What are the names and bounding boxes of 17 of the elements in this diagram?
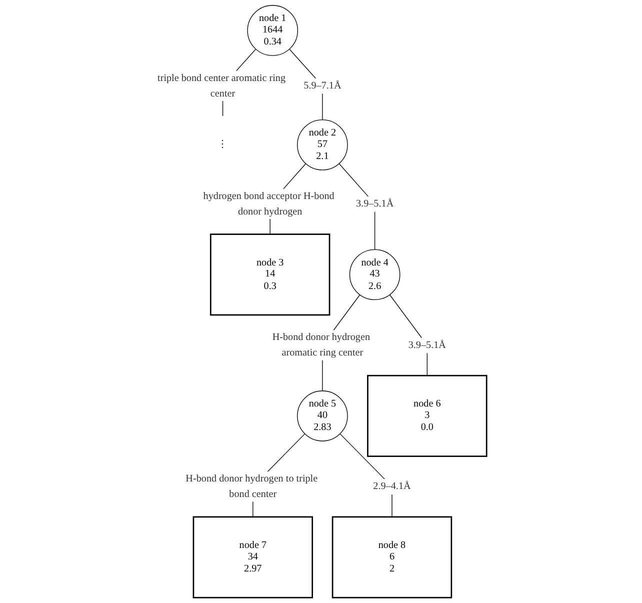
edge-label: 5.9–7.1Å — [304, 80, 342, 92]
edge-label: hydrogen bond acceptor H-bond donor hydrogen — [203, 190, 334, 217]
node-text: ⋮ — [218, 139, 228, 150]
edge-label: H-bond donor hydrogen to triple bond center — [186, 473, 318, 500]
node-box: node 8 6 2 — [332, 516, 452, 598]
edge-label: 2.9–4.1Å — [373, 481, 411, 492]
node-circle: node 5 40 2.83 — [297, 390, 348, 442]
edge-label: H-bond donor hydrogen aromatic ring center — [272, 332, 370, 358]
node-box: node 3 14 0.3 — [210, 234, 330, 316]
node-circle: node 4 43 2.6 — [349, 249, 400, 300]
edge-label: 3.9–5.1Å — [356, 198, 394, 210]
edge-label: triple bond center aromatic ring center — [158, 72, 286, 99]
node-box: node 6 3 0.0 — [367, 374, 488, 457]
node-circle: node 2 57 2.1 — [297, 119, 348, 170]
node-circle: node 1 1644 0.34 — [247, 5, 298, 56]
node-box: node 7 34 2.97 — [192, 516, 314, 598]
edge-label: 3.9–5.1Å — [408, 340, 446, 350]
